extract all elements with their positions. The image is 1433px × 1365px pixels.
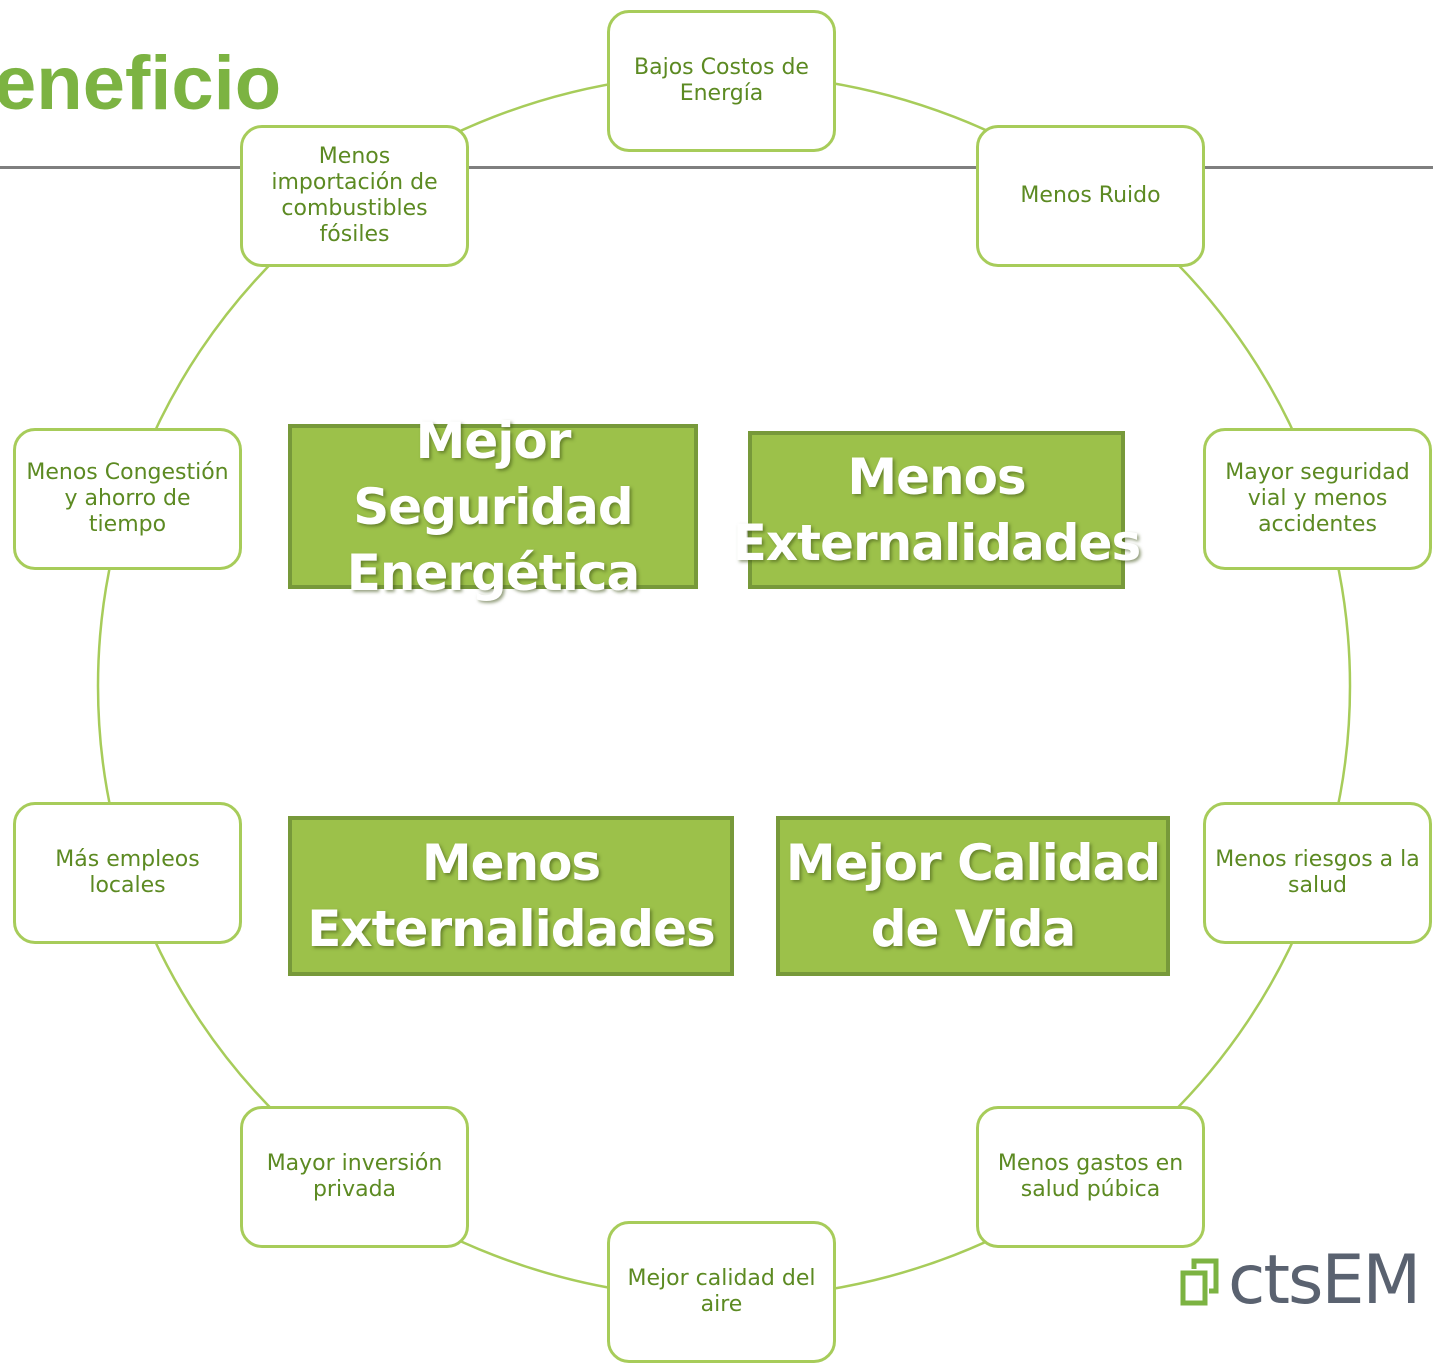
cycle-node-fuel-imports: Menos importación de combustibles fósile… <box>240 125 469 267</box>
cycle-node-road-safety: Mayor seguridad vial y menos accidentes <box>1203 428 1432 570</box>
center-box-externalities-top: Menos Externalidades <box>733 431 1141 589</box>
center-box-externalities-bottom: Menos Externalidades <box>288 816 734 976</box>
page-title: eneficio <box>0 41 282 126</box>
logo-text: ctsEM <box>1228 1246 1421 1316</box>
ctsem-logo: ctsEM <box>1180 1246 1433 1316</box>
cycle-node-health-spending: Menos gastos en salud púbica <box>976 1106 1205 1248</box>
title-divider <box>0 166 1433 169</box>
cycle-node-local-jobs: Más empleos locales <box>13 802 242 944</box>
cycle-node-health-risks: Menos riesgos a la salud <box>1203 802 1432 944</box>
cycle-node-less-noise: Menos Ruido <box>976 125 1205 267</box>
ctsem-logo-icon <box>1180 1258 1219 1306</box>
cycle-node-congestion: Menos Congestión y ahorro de tiempo <box>13 428 242 570</box>
cycle-node-energy-costs: Bajos Costos de Energía <box>607 10 836 152</box>
center-box-quality-of-life: Mejor Calidad de Vida <box>776 816 1170 976</box>
cycle-node-air-quality: Mejor calidad del aire <box>607 1221 836 1363</box>
cycle-node-private-investment: Mayor inversión privada <box>240 1106 469 1248</box>
center-box-energy-security: Mejor Seguridad Energética <box>288 412 698 602</box>
